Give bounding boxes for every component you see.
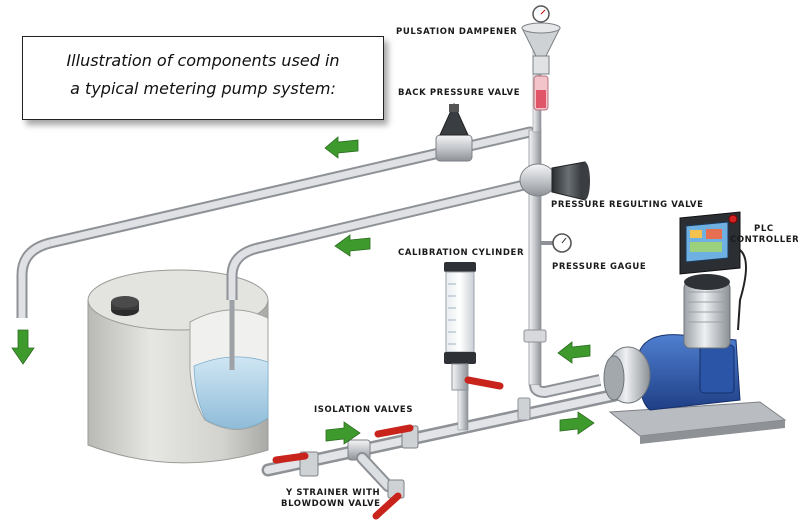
caption-box: Illustration of components used in a typ…	[22, 36, 384, 120]
label-plc-line1: PLC	[754, 224, 774, 234]
flow-arrow-icon	[557, 341, 591, 364]
flow-arrow-icon	[334, 234, 371, 257]
label-calibration-cylinder: CALIBRATION CYLINDER	[398, 248, 525, 258]
label-y-strainer-line2: BLOWDOWN VALVE	[281, 499, 381, 509]
valve-handle-icon	[372, 492, 402, 520]
suction-pipe	[261, 388, 622, 477]
label-pressure-regulating-valve: PRESSURE REGULTING VALVE	[551, 200, 704, 210]
plc-controller	[679, 211, 747, 331]
flow-arrow-icon	[11, 329, 35, 365]
label-plc-line2: CONTROLLER	[730, 235, 798, 245]
label-y-strainer-line1: Y STRAINER WITH	[286, 488, 381, 498]
caption-line-2: a typical metering pump system:	[70, 79, 336, 98]
flow-arrow-icon	[324, 136, 359, 159]
valve-handle-icon	[272, 452, 309, 464]
isolation-valves	[272, 424, 419, 477]
valve-handle-icon	[464, 376, 504, 390]
label-pressure-gauge: PRESSURE GAGUE	[552, 262, 647, 272]
label-back-pressure-valve: BACK PRESSURE VALVE	[398, 88, 521, 98]
back-pressure-valve	[435, 102, 473, 162]
valve-handle-icon	[374, 424, 414, 438]
return-pipe-lower	[226, 174, 551, 370]
caption-line-1: Illustration of components used in	[66, 51, 340, 70]
pressure-regulating-valve	[519, 161, 590, 201]
label-isolation-valves: ISOLATION VALVES	[314, 405, 414, 415]
y-strainer	[347, 439, 405, 520]
pulsation-dampener	[521, 5, 561, 111]
flow-arrow-icon	[325, 421, 361, 445]
metering-pump	[603, 274, 787, 444]
label-pulsation-dampener: PULSATION DAMPENER	[396, 27, 518, 37]
pressure-gauge	[540, 233, 572, 253]
calibration-cylinder	[444, 262, 504, 391]
flow-arrow-icon	[559, 411, 595, 435]
storage-tank	[87, 269, 269, 464]
